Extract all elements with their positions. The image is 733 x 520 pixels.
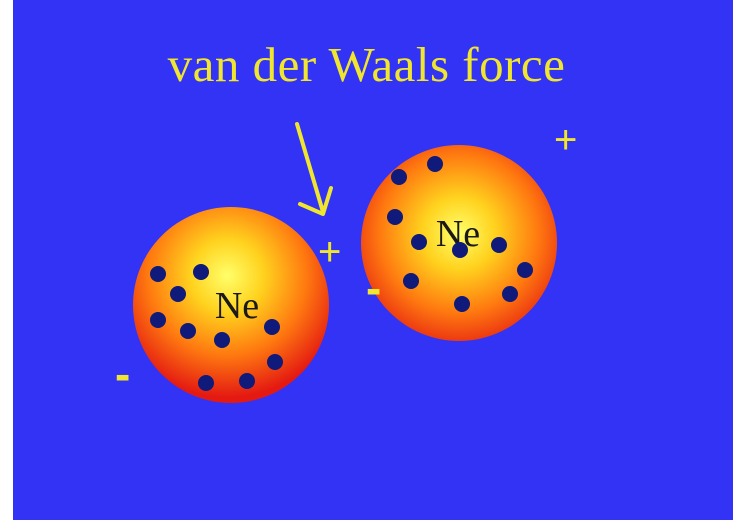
electron — [411, 234, 427, 250]
charge-left-positive: + — [318, 230, 341, 274]
force-arrow — [295, 122, 333, 216]
electron — [427, 156, 443, 172]
atom-left-label: Ne — [215, 285, 259, 327]
atom-right-electrons — [387, 156, 533, 312]
electron — [180, 323, 196, 339]
electron — [391, 169, 407, 185]
electron — [267, 354, 283, 370]
atom-left-sphere — [133, 207, 329, 403]
electron — [387, 209, 403, 225]
electron — [193, 264, 209, 280]
electron — [403, 273, 419, 289]
diagram-title: van der Waals force — [167, 37, 566, 92]
electron — [264, 319, 280, 335]
electron — [491, 237, 507, 253]
electron — [452, 242, 468, 258]
charge-left-negative: - — [115, 348, 130, 400]
electron — [150, 312, 166, 328]
atom-right: Ne — [361, 145, 557, 341]
electron — [150, 266, 166, 282]
electron — [517, 262, 533, 278]
electron — [214, 332, 230, 348]
atom-left-electrons — [150, 264, 283, 391]
electron — [502, 286, 518, 302]
electron — [198, 375, 214, 391]
atom-left: Ne — [133, 207, 329, 403]
charge-right-negative: - — [366, 262, 381, 314]
electron — [239, 373, 255, 389]
electron — [454, 296, 470, 312]
charge-right-positive: + — [554, 118, 577, 162]
electron — [170, 286, 186, 302]
